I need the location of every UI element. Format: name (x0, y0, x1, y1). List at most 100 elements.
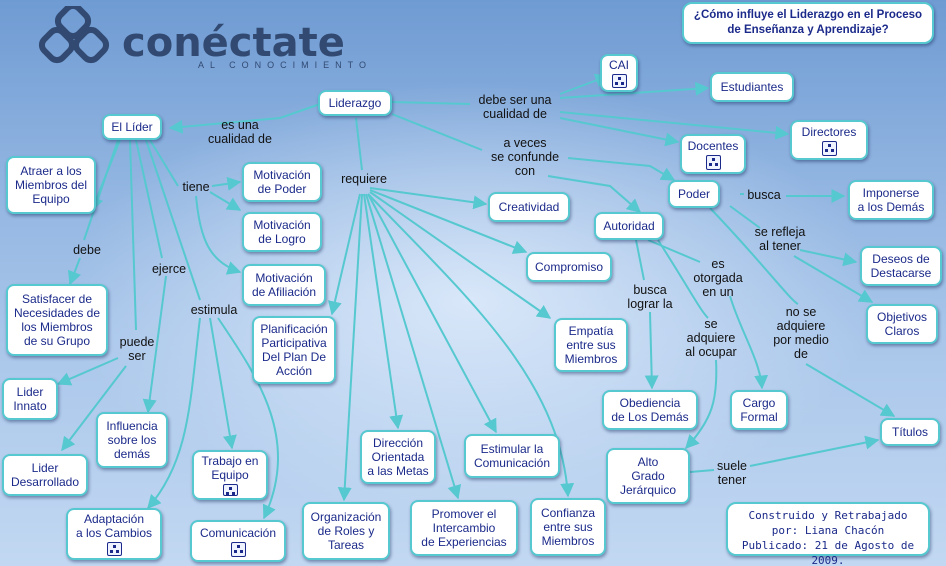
node-objetivos[interactable]: Objetivos Claros (866, 304, 938, 344)
node-comunicacion[interactable]: Comunicación (190, 520, 286, 562)
resources-icon[interactable] (106, 542, 122, 556)
link-aveces-autoridad (547, 175, 642, 213)
node-autoridad[interactable]: Autoridad (594, 212, 664, 240)
link-req-empatia (369, 191, 552, 319)
link-esotorgada-cargo (729, 295, 769, 390)
link-puede-innato (56, 357, 119, 386)
label-no-se-adquiere: no se adquiere por medio de (773, 305, 829, 361)
node-influencia[interactable]: Influencia sobre los demás (96, 412, 168, 468)
link-buscalograr-obediencia (644, 311, 659, 390)
node-confianza[interactable]: Confianza entre sus Miembros (530, 498, 606, 556)
link-tiene-mpoder (211, 176, 242, 191)
link-tiene-mafil (195, 195, 242, 275)
link-ejerce-influencia (142, 275, 167, 414)
link-seadquiere-alto (685, 359, 718, 450)
link-puede-desarrollado (61, 365, 127, 452)
link-estimula-comunicacion (217, 317, 279, 520)
logo: conéctate AL CONOCIMIENTO (38, 6, 366, 72)
label-debe: debe (73, 243, 101, 257)
link-lider-puede (129, 139, 137, 331)
node-motivacion-afiliacion[interactable]: Motivación de Afiliación (242, 264, 326, 306)
node-satisfacer[interactable]: Satisfacer de Necesidades de los Miembro… (6, 284, 108, 356)
node-deseos[interactable]: Deseos de Destacarse (860, 246, 942, 286)
node-organizacion[interactable]: Organización de Roles y Tareas (302, 502, 390, 560)
link-lider-debe (83, 139, 119, 241)
node-cargo-formal[interactable]: Cargo Formal (730, 390, 788, 430)
node-motivacion-poder[interactable]: Motivación de Poder (242, 162, 322, 202)
node-empatia[interactable]: Empatía entre sus Miembros (554, 318, 628, 372)
link-req-creatividad (369, 187, 488, 210)
link-aut-esotorgada (647, 239, 701, 263)
link-alto-suele (689, 469, 715, 473)
node-lider-desarrollado[interactable]: Lider Desarrollado (2, 454, 88, 496)
label-busca-lograr: busca lograr la (627, 283, 673, 311)
node-el-lider[interactable]: El Líder (102, 114, 162, 140)
node-lider-innato[interactable]: Lider Innato (2, 378, 58, 420)
resources-icon[interactable] (230, 541, 246, 557)
label-es-una-cualidad: es una cualidad de (208, 118, 272, 146)
link-poder-nose (709, 207, 799, 305)
node-trabajo-equipo[interactable]: Trabajo en Equipo (192, 450, 268, 500)
link-estimula-adaptacion (147, 317, 201, 510)
link-debe-estudiantes (559, 81, 710, 99)
label-es-otorgada: es otorgada en un (693, 257, 743, 299)
question-text: ¿Cómo influye el Liderazgo en el Proceso… (693, 9, 923, 36)
node-promover[interactable]: Promover el Intercambio de Experiencias (410, 500, 518, 556)
resources-icon[interactable] (222, 484, 238, 496)
node-poder[interactable]: Poder (668, 180, 720, 208)
link-aut-seadquiere (657, 239, 709, 319)
link-poder-serefleja (729, 205, 761, 229)
node-atraer[interactable]: Atraer a los Miembros del Equipo (6, 156, 96, 214)
node-direccion[interactable]: Dirección Orientada a las Metas (360, 430, 436, 484)
logo-tagline: AL CONOCIMIENTO (198, 60, 373, 70)
label-a-veces: a veces se confunde con (490, 136, 560, 178)
link-debe-satisfacer (67, 257, 82, 286)
node-titulos[interactable]: Títulos (880, 418, 940, 446)
label-se-adquiere: se adquiere al ocupar (685, 317, 737, 359)
node-estudiantes[interactable]: Estudiantes (710, 72, 794, 102)
node-docentes[interactable]: Docentes (680, 134, 746, 174)
resources-icon[interactable] (611, 74, 627, 88)
link-lider-tiene (149, 139, 179, 187)
label-requiere: requiere (341, 172, 387, 186)
node-directores[interactable]: Directores (790, 120, 868, 160)
link-debe-directores (559, 111, 790, 140)
node-estimular[interactable]: Estimular la Comunicación (464, 434, 560, 478)
link-liderazgo-lider (168, 103, 321, 134)
node-alto-grado[interactable]: Alto Grado Jerárquico (606, 448, 690, 504)
link-req-confianza (367, 193, 575, 498)
label-estimula: estimula (190, 303, 238, 317)
link-lider-ejerce (135, 139, 163, 259)
link-req-planificacion (328, 193, 361, 316)
credits-line-2: por: Liana Chacón (771, 524, 885, 537)
node-obediencia[interactable]: Obediencia de Los Demás (602, 390, 698, 430)
label-puede-ser: puede ser (119, 335, 155, 363)
node-imponerse[interactable]: Imponerse a los Demás (848, 180, 934, 220)
link-serefleja-objetivos (793, 255, 874, 303)
link-req-direccion (363, 193, 404, 430)
link-liderazgo-aveces (391, 113, 483, 151)
resources-icon[interactable] (821, 140, 837, 156)
label-busca: busca (747, 188, 781, 202)
label-se-refleja: se refleja al tener (754, 225, 806, 253)
node-motivacion-logro[interactable]: Motivación de Logro (242, 212, 322, 252)
node-adaptacion[interactable]: Adaptación a los Cambios (66, 508, 162, 560)
resources-icon[interactable] (705, 154, 721, 170)
node-liderazgo[interactable]: Liderazgo (318, 90, 392, 116)
label-tiene: tiene (182, 180, 210, 194)
chain-links-icon (38, 6, 110, 64)
label-suele-tener: suele tener (717, 459, 747, 487)
label-ejerce: ejerce (151, 262, 187, 276)
node-compromiso[interactable]: Compromiso (526, 252, 612, 282)
link-liderazgo-requiere (355, 117, 363, 171)
link-lider-estimula (145, 139, 201, 301)
link-tiene-mlogro (209, 191, 242, 211)
node-cai[interactable]: CAI (600, 54, 638, 92)
link-aut-busca (635, 239, 645, 281)
node-creatividad[interactable]: Creatividad (488, 192, 570, 222)
link-aveces-poder (567, 157, 676, 181)
question-box: ¿Cómo influye el Liderazgo en el Proceso… (682, 2, 934, 44)
logo-brand: conéctate (122, 20, 345, 66)
node-planificacion[interactable]: Planificación Participativa Del Plan De … (252, 316, 336, 384)
